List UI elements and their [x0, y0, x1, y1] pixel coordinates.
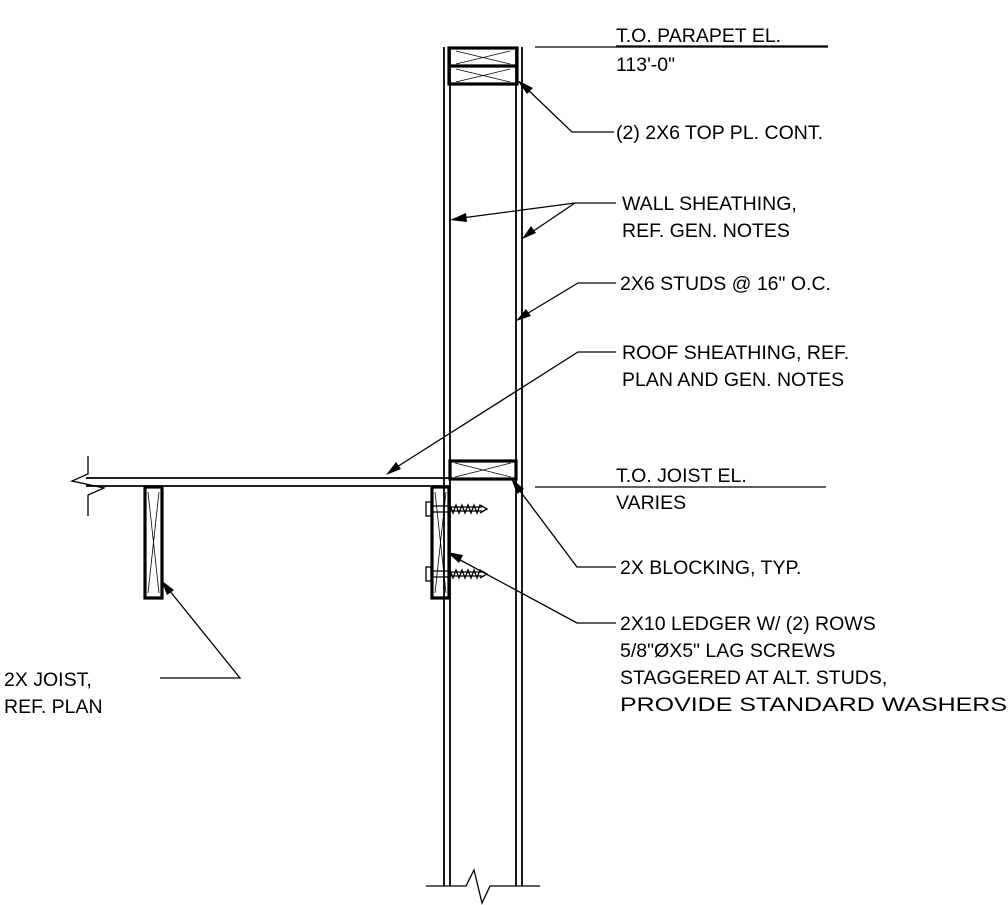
leader-wall-sheathing [450, 202, 616, 239]
wall-sheathing-callout-line-2: REF. GEN. NOTES [622, 220, 790, 242]
joist-elevation-value: VARIES [616, 492, 686, 514]
leader-joist [160, 580, 242, 679]
joist-elevation-marker: T.O. JOIST EL. VARIES [535, 465, 826, 514]
leader-studs [516, 282, 616, 321]
parapet-elevation-title: T.O. PARAPET EL. [616, 25, 781, 47]
top-plate-callout: (2) 2X6 TOP PL. CONT. [616, 122, 823, 144]
roof-sheathing-callout-line-2: PLAN AND GEN. NOTES [622, 369, 844, 391]
ledger-callout-line-2: 5/8"ØX5" LAG SCREWS [620, 640, 835, 662]
ledger-callout-line-4: PROVIDE STANDARD WASHERS [620, 694, 1007, 716]
blocking [448, 459, 518, 481]
joist-callout-line-1: 2X JOIST, [4, 669, 92, 691]
lag-screw-upper [425, 501, 489, 517]
roof-sheathing-callout-line-1: ROOF SHEATHING, REF. [622, 342, 849, 364]
studs-callout: 2X6 STUDS @ 16" O.C. [620, 273, 831, 295]
ledger [430, 485, 451, 600]
leader-top-plate [517, 80, 614, 133]
joist-elevation-title: T.O. JOIST EL. [616, 465, 747, 487]
roof-sheathing [69, 456, 449, 516]
ledger-callout-line-3: STAGGERED AT ALT. STUDS, [620, 667, 887, 689]
top-plates [447, 46, 519, 86]
leader-blocking [511, 478, 616, 568]
blocking-callout: 2X BLOCKING, TYP. [620, 557, 801, 579]
leader-roof-sheathing [386, 351, 616, 475]
joist [143, 485, 164, 600]
wall-assembly [443, 47, 523, 886]
joist-callout-line-2: REF. PLAN [4, 696, 103, 718]
parapet-elevation-value: 113'-0" [616, 54, 675, 76]
parapet-elevation-marker: T.O. PARAPET EL. 113'-0" [535, 25, 828, 76]
ledger-callout-line-1: 2X10 LEDGER W/ (2) ROWS [620, 613, 876, 635]
wall-break-line [426, 868, 540, 905]
wall-sheathing-callout-line-1: WALL SHEATHING, [622, 193, 797, 215]
leader-ledger [447, 552, 616, 624]
